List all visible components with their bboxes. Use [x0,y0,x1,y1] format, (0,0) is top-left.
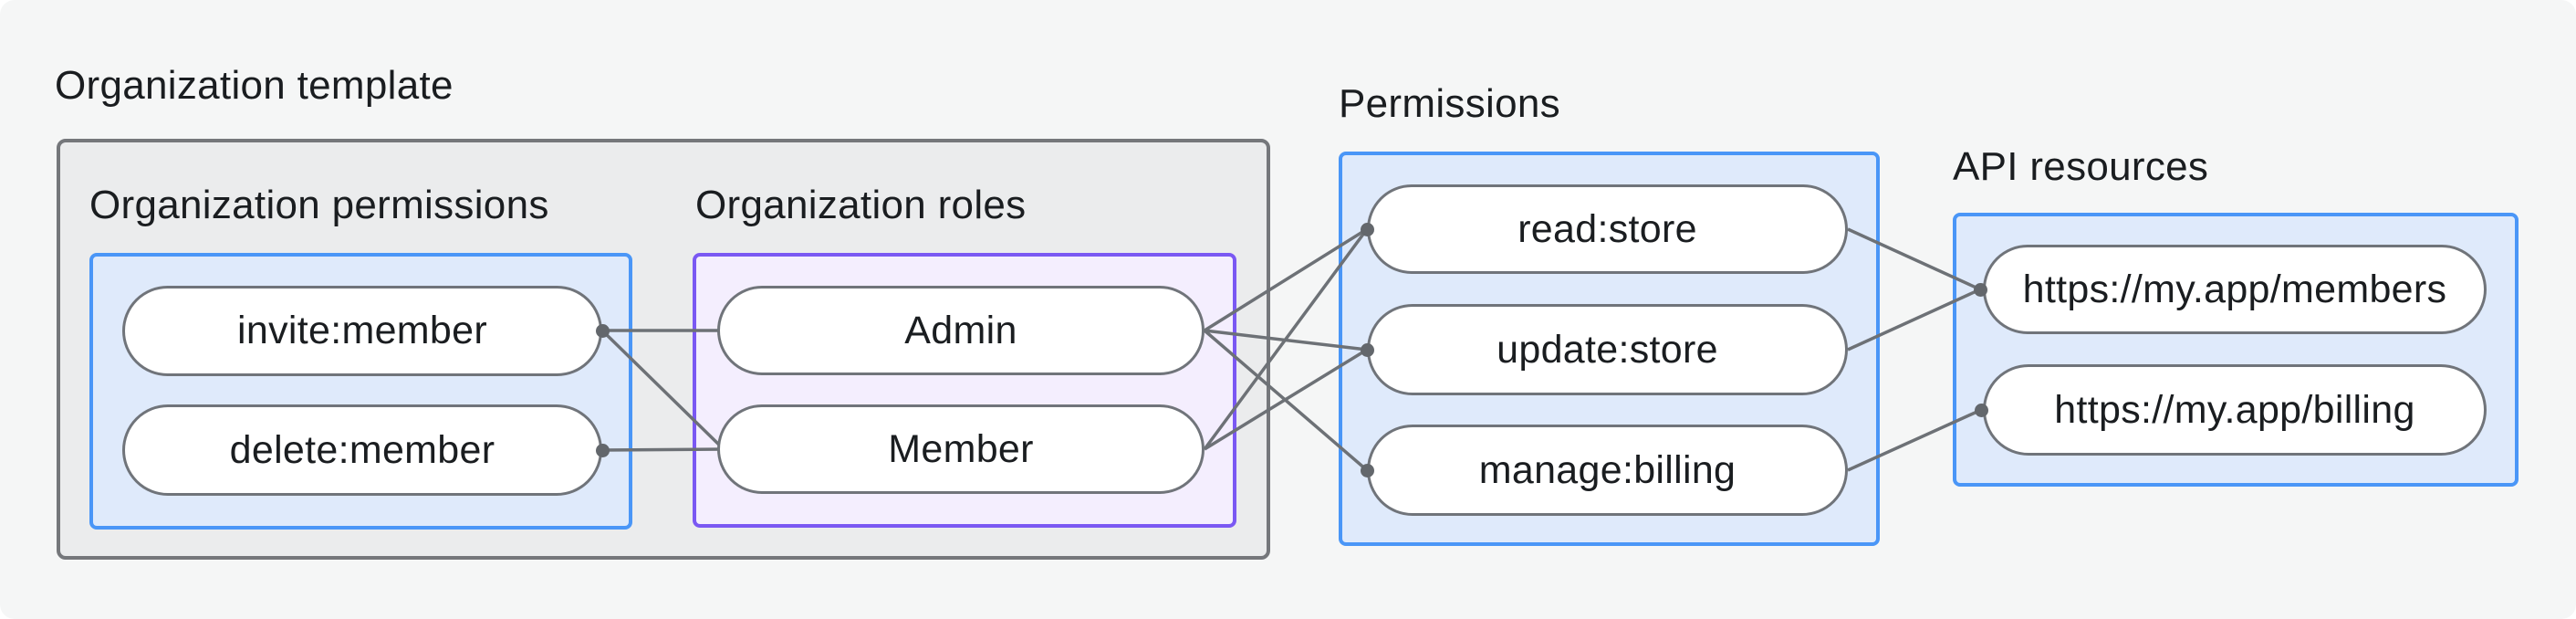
node-billing-resource: https://my.app/billing [1983,364,2487,456]
node-member: Member [717,404,1205,494]
node-admin: Admin [717,286,1205,375]
edge-update-store-to-members-resource [1847,288,1981,351]
connection-dot-invite-member [595,323,610,338]
connection-dot-update-store [1360,342,1374,357]
edge-admin-to-read-store [1204,227,1368,332]
node-members-resource: https://my.app/members [1983,245,2487,334]
connection-dot-billing-resource [1974,403,1988,417]
node-manage-billing: manage:billing [1367,425,1848,516]
edge-member-to-update-store [1204,348,1368,451]
connection-dot-delete-member [595,443,610,457]
edge-manage-billing-to-billing-resource [1847,408,1982,472]
edge-invite-member-to-member [600,329,725,451]
org-template-title: Organization template [55,63,454,108]
connection-dot-read-store [1360,222,1374,236]
node-update-store: update:store [1367,304,1848,395]
api-resources-title: API resources [1953,144,2209,189]
node-read-store: read:store [1367,184,1848,274]
connection-dot-members-resource [1973,282,1987,297]
node-delete-member: delete:member [122,404,602,496]
edge-member-to-read-store [1203,227,1369,451]
connection-dot-manage-billing [1360,463,1374,477]
org-roles-title: Organization roles [695,183,1027,227]
node-invite-member: invite:member [122,286,602,376]
permissions-title: Permissions [1339,81,1560,126]
org-permissions-title: Organization permissions [89,183,549,227]
edge-read-store-to-members-resource [1847,227,1981,291]
edge-delete-member-to-member [601,447,725,452]
